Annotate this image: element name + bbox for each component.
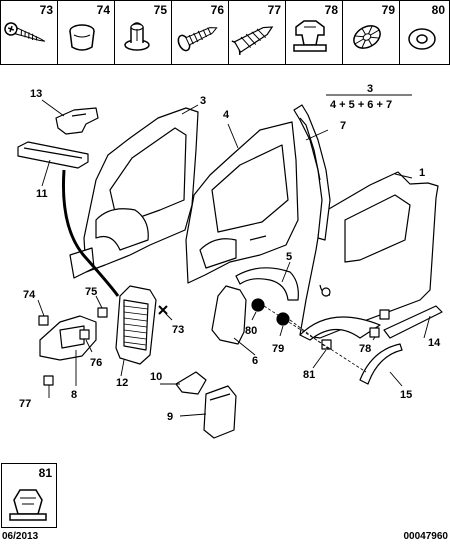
part-cell-78: 78 bbox=[285, 0, 343, 65]
star-clip-icon bbox=[353, 25, 381, 49]
footer-date: 06/2013 bbox=[2, 531, 39, 542]
fir-tree-clip-icon bbox=[231, 26, 274, 55]
callout-9: 9 bbox=[167, 411, 173, 423]
fir-tree-rivet-icon bbox=[177, 27, 218, 52]
clip-81-icon bbox=[9, 489, 47, 521]
callout-13: 13 bbox=[30, 88, 42, 100]
callout-15: 15 bbox=[400, 389, 412, 401]
parts-strip: 73 74 75 76 bbox=[0, 0, 450, 65]
part-cell-77: 77 bbox=[228, 0, 286, 65]
part-ref: 74 bbox=[96, 3, 110, 17]
callout-4: 4 bbox=[223, 109, 230, 121]
screw-icon bbox=[4, 22, 46, 42]
part-cell-73: 73 bbox=[0, 0, 58, 65]
trim-piece bbox=[175, 371, 207, 395]
callout-77: 77 bbox=[19, 398, 31, 410]
callout-6: 6 bbox=[252, 355, 258, 367]
part-ref: 79 bbox=[381, 3, 395, 17]
part-cell-80: 80 bbox=[399, 0, 450, 65]
clip-markers bbox=[38, 307, 390, 386]
part-ref: 77 bbox=[267, 3, 281, 17]
formula-bottom: 4 + 5 + 6 + 7 bbox=[330, 99, 392, 111]
part-cell-75: 75 bbox=[114, 0, 172, 65]
callout-74: 74 bbox=[23, 289, 36, 301]
wheel-arch-inner bbox=[235, 267, 299, 301]
washer-icon bbox=[408, 28, 436, 50]
push-clip-icon bbox=[124, 22, 150, 51]
side-strip bbox=[383, 305, 443, 339]
part-ref: 73 bbox=[39, 3, 53, 17]
callout-73: 73 bbox=[172, 324, 184, 336]
vent-grille bbox=[115, 285, 157, 365]
wheel-arch-moulding bbox=[359, 343, 403, 385]
plug-cap-icon bbox=[69, 24, 95, 51]
part-ref: 78 bbox=[324, 3, 338, 17]
part-ref: 80 bbox=[431, 3, 445, 17]
callout-5: 5 bbox=[286, 251, 292, 263]
callout-79: 79 bbox=[272, 343, 284, 355]
inner-panel-left bbox=[69, 107, 199, 279]
footer-code: 00047960 bbox=[403, 531, 449, 542]
part-cell-74: 74 bbox=[57, 0, 115, 65]
callout-1: 1 bbox=[419, 167, 425, 179]
callout-80: 80 bbox=[245, 325, 257, 337]
part-cell-76: 76 bbox=[171, 0, 229, 65]
air-duct bbox=[39, 315, 97, 361]
lower-duct bbox=[203, 385, 237, 439]
bracket bbox=[55, 107, 99, 135]
screw-location-marker bbox=[158, 305, 168, 315]
part-ref: 76 bbox=[210, 3, 224, 17]
detail-ref: 81 bbox=[38, 466, 52, 480]
inner-side-panel bbox=[185, 121, 299, 284]
callout-81: 81 bbox=[303, 369, 315, 381]
wheel-arch-bracket bbox=[211, 285, 247, 345]
outer-side-panel bbox=[299, 171, 439, 341]
callout-10: 10 bbox=[150, 371, 162, 383]
formula-top: 3 bbox=[367, 83, 373, 95]
part-79-marker bbox=[276, 312, 290, 326]
callout-78: 78 bbox=[359, 343, 371, 355]
detail-box-81: 81 bbox=[1, 463, 57, 528]
rear-pillar bbox=[293, 104, 331, 241]
pad bbox=[17, 141, 89, 169]
callout-3: 3 bbox=[200, 95, 206, 107]
part-ref: 75 bbox=[153, 3, 167, 17]
spring-clip-icon bbox=[293, 20, 327, 52]
part-80-marker bbox=[251, 298, 265, 312]
callout-75: 75 bbox=[85, 286, 97, 298]
part-cell-79: 79 bbox=[342, 0, 400, 65]
callout-12: 12 bbox=[116, 377, 128, 389]
callout-76: 76 bbox=[90, 357, 102, 369]
callout-14: 14 bbox=[428, 337, 441, 349]
callout-8: 8 bbox=[71, 389, 77, 401]
callout-7: 7 bbox=[340, 120, 346, 132]
callout-11: 11 bbox=[36, 188, 48, 200]
